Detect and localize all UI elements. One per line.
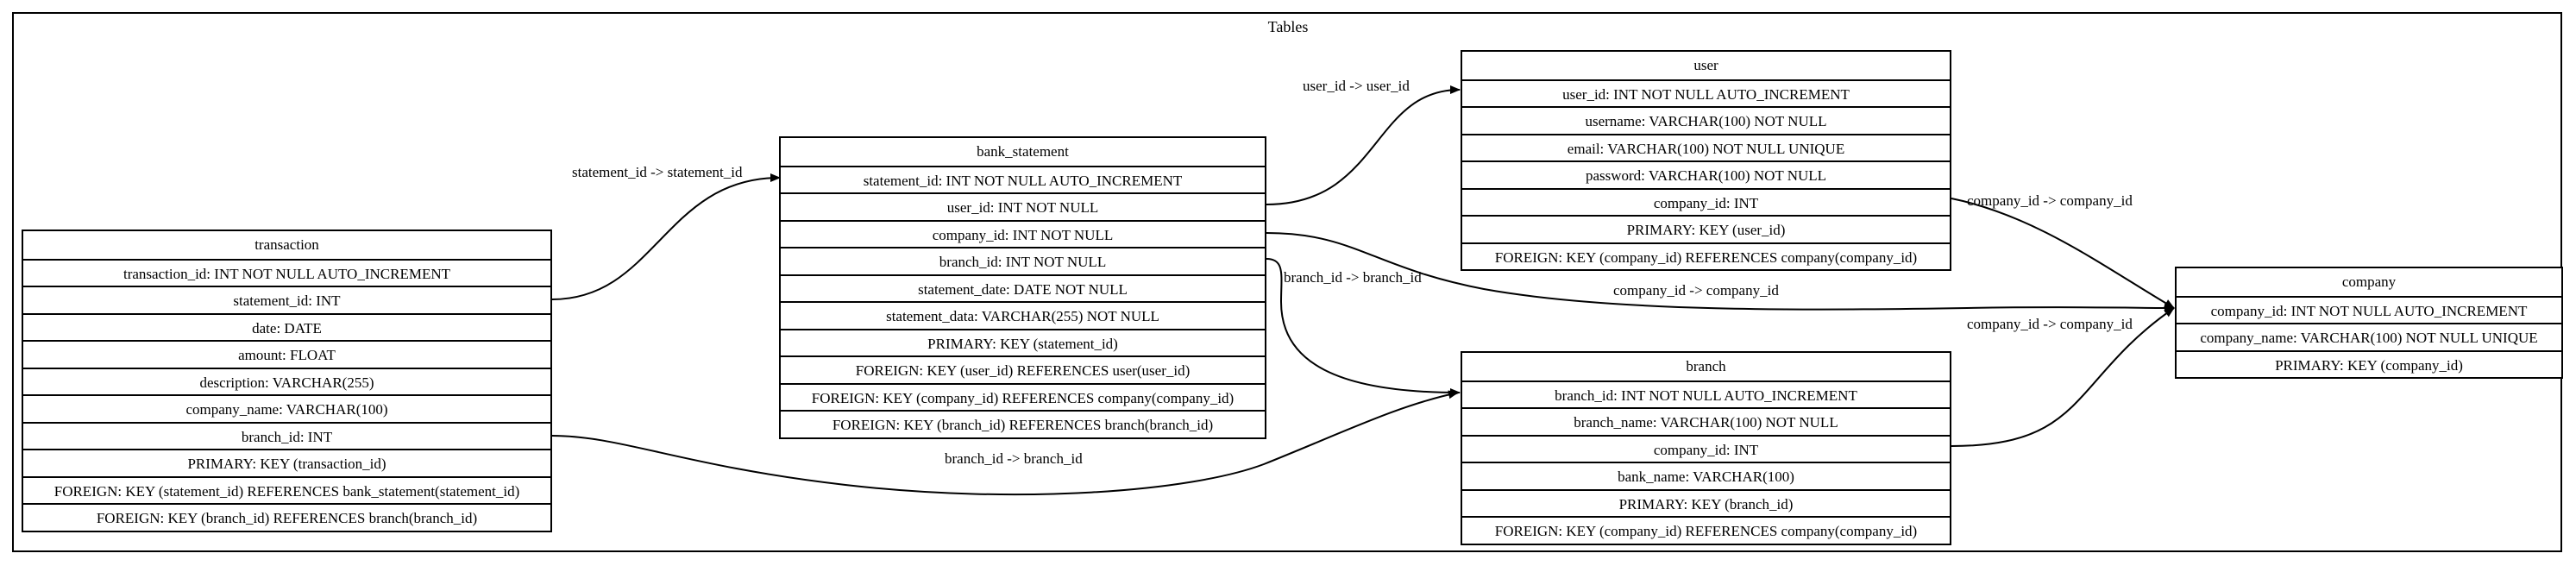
table-row: PRIMARY: KEY (branch_id)	[1462, 488, 1950, 517]
table-row: bank_name: VARCHAR(100)	[1462, 462, 1950, 489]
edge-label-bank-statement-company-id: company_id -> company_id	[1613, 282, 1779, 299]
table-header: user	[1693, 57, 1718, 73]
table-row: FOREIGN: KEY (statement_id) REFERENCES b…	[23, 475, 550, 504]
table-bank-statement: bank_statement statement_id: INT NOT NULL…	[779, 136, 1266, 439]
table-row: branch_id: INT NOT NULL AUTO_INCREMENT	[1462, 380, 1950, 408]
edge-bank-statement-branch-id	[1266, 258, 1461, 397]
table-company: company company_id: INT NOT NULL AUTO_INC…	[2175, 267, 2563, 379]
table-row: company_id: INT NOT NULL AUTO_INCREMENT	[2177, 295, 2561, 324]
edge-branch-company-id	[1951, 307, 2175, 447]
table-header: bank_statement	[977, 143, 1069, 160]
table-row: date: DATE	[23, 312, 550, 341]
edge-user-company-id	[1951, 198, 2175, 309]
table-row: PRIMARY: KEY (transaction_id)	[23, 449, 550, 476]
edge-transaction-branch-id	[551, 390, 1459, 496]
edge-statement-id	[551, 173, 781, 300]
table-row: FOREIGN: KEY (company_id) REFERENCES com…	[1462, 516, 1950, 544]
table-row: company_id: INT	[1462, 187, 1950, 216]
table-row: statement_id: INT NOT NULL AUTO_INCREMEN…	[781, 165, 1265, 193]
table-row: branch_id: INT NOT NULL	[781, 247, 1265, 274]
table-row: FOREIGN: KEY (company_id) REFERENCES com…	[1462, 242, 1950, 270]
edge-label-bank-statement-branch-id: branch_id -> branch_id	[1284, 269, 1422, 286]
table-header: transaction	[254, 236, 319, 253]
table-row: user_id: INT NOT NULL AUTO_INCREMENT	[1462, 79, 1950, 107]
table-row: description: VARCHAR(255)	[23, 367, 550, 395]
table-row: amount: FLOAT	[23, 340, 550, 368]
table-row: branch_name: VARCHAR(100) NOT NULL	[1462, 407, 1950, 435]
table-row: statement_date: DATE NOT NULL	[781, 274, 1265, 302]
table-row: PRIMARY: KEY (company_id)	[2177, 349, 2561, 378]
table-transaction: transaction transaction_id: INT NOT NULL …	[22, 230, 552, 532]
edge-label-statement-id: statement_id -> statement_id	[572, 164, 743, 180]
cluster-title: Tables	[1267, 18, 1309, 35]
edge-bank-statement-company-id	[1266, 232, 2175, 312]
table-row: FOREIGN: KEY (branch_id) REFERENCES bran…	[781, 410, 1265, 437]
table-row: branch_id: INT	[23, 421, 550, 450]
table-row: password: VARCHAR(100) NOT NULL	[1462, 160, 1950, 188]
table-row: FOREIGN: KEY (branch_id) REFERENCES bran…	[23, 503, 550, 531]
table-row: FOREIGN: KEY (company_id) REFERENCES com…	[781, 382, 1265, 411]
table-row: PRIMARY: KEY (user_id)	[1462, 215, 1950, 242]
table-row: PRIMARY: KEY (statement_id)	[781, 328, 1265, 356]
edge-user-id	[1266, 85, 1461, 205]
table-row: user_id: INT NOT NULL	[781, 192, 1265, 220]
table-header: company	[2341, 274, 2397, 290]
table-row: FOREIGN: KEY (user_id) REFERENCES user(u…	[781, 355, 1265, 383]
table-row: email: VARCHAR(100) NOT NULL UNIQUE	[1462, 133, 1950, 161]
table-row: statement_id: INT	[23, 286, 550, 313]
table-row: company_name: VARCHAR(100) NOT NULL UNIQ…	[2177, 323, 2561, 350]
table-branch: branch branch_id: INT NOT NULL AUTO_INCRE…	[1461, 351, 1951, 545]
table-row: username: VARCHAR(100) NOT NULL	[1462, 106, 1950, 134]
edge-label-branch-company-id: company_id -> company_id	[1967, 316, 2133, 332]
table-row: transaction_id: INT NOT NULL AUTO_INCREM…	[23, 258, 550, 286]
table-row: statement_data: VARCHAR(255) NOT NULL	[781, 301, 1265, 329]
table-row: company_id: INT NOT NULL	[781, 219, 1265, 248]
table-row: company_name: VARCHAR(100)	[23, 394, 550, 422]
edge-label-user-id: user_id -> user_id	[1303, 78, 1410, 94]
edge-label-transaction-branch-id: branch_id -> branch_id	[945, 450, 1083, 467]
edge-label-user-company-id: company_id -> company_id	[1967, 192, 2133, 209]
table-user: user user_id: INT NOT NULL AUTO_INCREMENT…	[1461, 50, 1951, 271]
table-row: company_id: INT	[1462, 434, 1950, 462]
table-header: branch	[1686, 358, 1726, 374]
